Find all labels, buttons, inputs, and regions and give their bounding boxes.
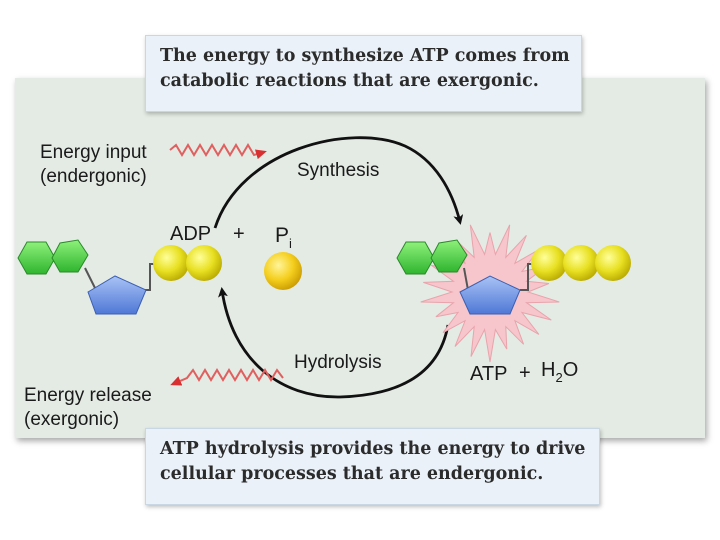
phosphate-ball <box>563 245 599 281</box>
atp-molecule <box>396 224 631 363</box>
adenine-pentagon-ring <box>430 239 468 273</box>
hydrolysis-arrow <box>218 287 450 399</box>
bottom-callout-line2: cellular processes that are endergonic. <box>160 464 544 484</box>
top-callout-line2: catabolic reactions that are exergonic. <box>160 71 539 91</box>
plus-sign: + <box>233 223 245 245</box>
ribose-pentagon <box>459 275 521 315</box>
plus-sign: + <box>519 362 531 384</box>
phosphate-ball <box>531 245 567 281</box>
energy-release-label: Energy release <box>24 385 152 406</box>
adenine-hexagon <box>396 241 435 275</box>
bottom-callout-line1: ATP hydrolysis provides the energy to dr… <box>160 439 586 459</box>
adp-molecule <box>17 239 222 315</box>
phosphate-ball <box>595 245 631 281</box>
water-label: H2O <box>541 359 578 385</box>
synthesis-arrow <box>213 136 464 229</box>
hydrolysis-label: Hydrolysis <box>294 352 382 373</box>
top-callout-line1: The energy to synthesize ATP comes from <box>160 46 570 66</box>
inorganic-phosphate-ball <box>264 252 302 290</box>
phosphate-ball <box>186 245 222 281</box>
atp-label: ATP <box>470 363 507 385</box>
energy-input-squiggle-arrow <box>169 143 267 160</box>
phosphate-ball <box>153 245 189 281</box>
phosphate-label: Pi <box>275 224 292 251</box>
adenine-hexagon <box>17 241 56 275</box>
energy-input-label: Energy input <box>40 142 147 163</box>
energy-input-type-label: (endergonic) <box>40 166 147 187</box>
synthesis-label: Synthesis <box>297 160 379 181</box>
bottom-callout: ATP hydrolysis provides the energy to dr… <box>145 428 600 505</box>
top-callout: The energy to synthesize ATP comes from … <box>145 35 582 112</box>
energy-release-type-label: (exergonic) <box>24 409 119 430</box>
ribose-pentagon <box>87 275 147 315</box>
adp-label: ADP <box>170 223 211 245</box>
energy-release-squiggle-arrow <box>170 368 284 386</box>
adenine-pentagon-ring <box>51 239 89 273</box>
